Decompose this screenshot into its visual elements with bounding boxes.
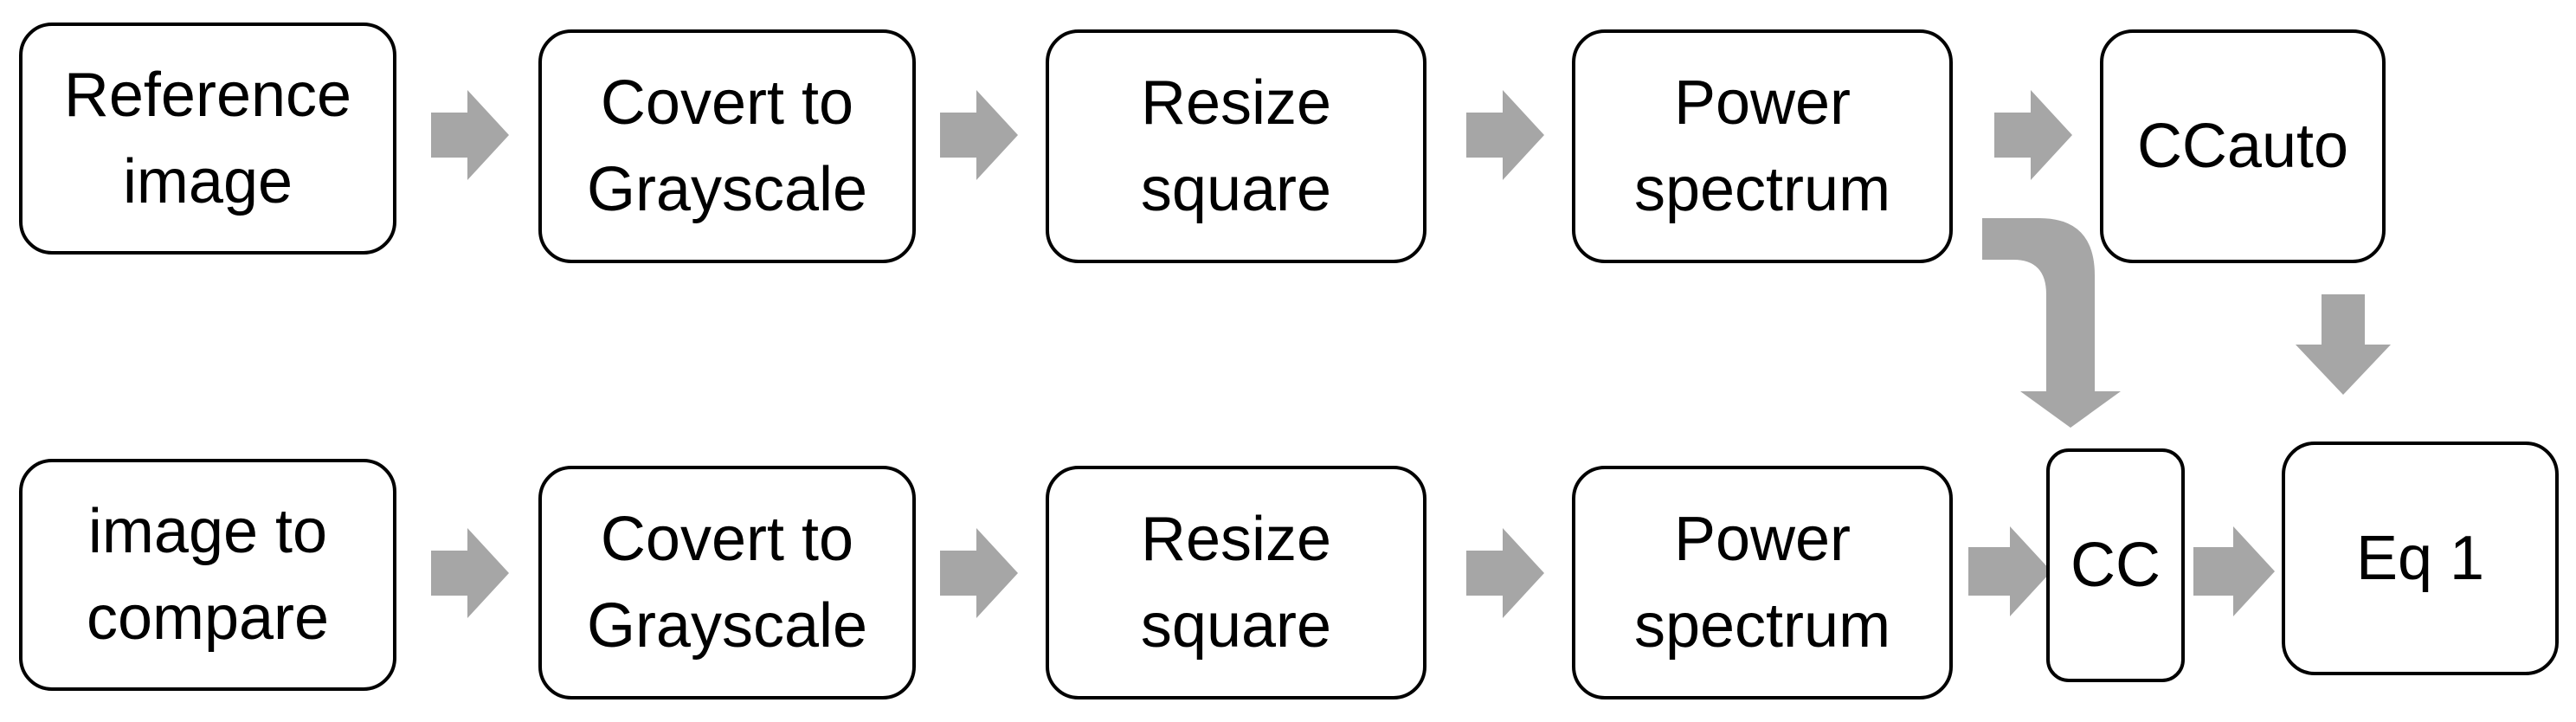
node-reference-image: Reference image [19, 23, 396, 255]
node-label: Reference image [63, 61, 352, 216]
arrow-grayscale-to-resize-bottom [940, 528, 1018, 618]
node-power-spectrum-top: Power spectrum [1572, 29, 1953, 263]
arrow-grayscale-to-resize-top [940, 90, 1018, 180]
arrow-cc-to-eq1 [2193, 526, 2275, 616]
arrow-resize-to-power-top [1466, 90, 1544, 180]
node-cc: CC [2046, 448, 2185, 682]
node-convert-grayscale-bottom: Covert to Grayscale [538, 466, 916, 699]
node-label: CCauto [2136, 112, 2349, 181]
node-label: Power spectrum [1633, 68, 1891, 224]
node-label: Power spectrum [1633, 505, 1891, 661]
arrow-compare-to-grayscale [431, 528, 509, 618]
node-convert-grayscale-top: Covert to Grayscale [538, 29, 916, 263]
arrow-power-top-to-cc [1982, 218, 2121, 428]
node-label: CC [2070, 531, 2161, 600]
node-image-to-compare: image to compare [19, 459, 396, 691]
node-label: Resize square [1140, 505, 1332, 661]
node-power-spectrum-bottom: Power spectrum [1572, 466, 1953, 699]
node-label: Covert to Grayscale [586, 68, 868, 224]
arrow-power-to-cc [1968, 526, 2051, 616]
arrow-resize-to-power-bottom [1466, 528, 1544, 618]
node-label: Covert to Grayscale [586, 505, 868, 661]
arrow-ccauto-to-eq1 [2296, 294, 2391, 395]
node-label: Eq 1 [2355, 524, 2485, 593]
node-resize-square-bottom: Resize square [1046, 466, 1426, 699]
arrow-reference-to-grayscale [431, 90, 509, 180]
node-eq1: Eq 1 [2282, 442, 2559, 675]
node-label: Resize square [1140, 68, 1332, 224]
node-resize-square-top: Resize square [1046, 29, 1426, 263]
arrow-power-to-ccauto [1994, 90, 2072, 180]
node-label: image to compare [86, 497, 330, 653]
node-ccauto: CCauto [2100, 29, 2386, 263]
